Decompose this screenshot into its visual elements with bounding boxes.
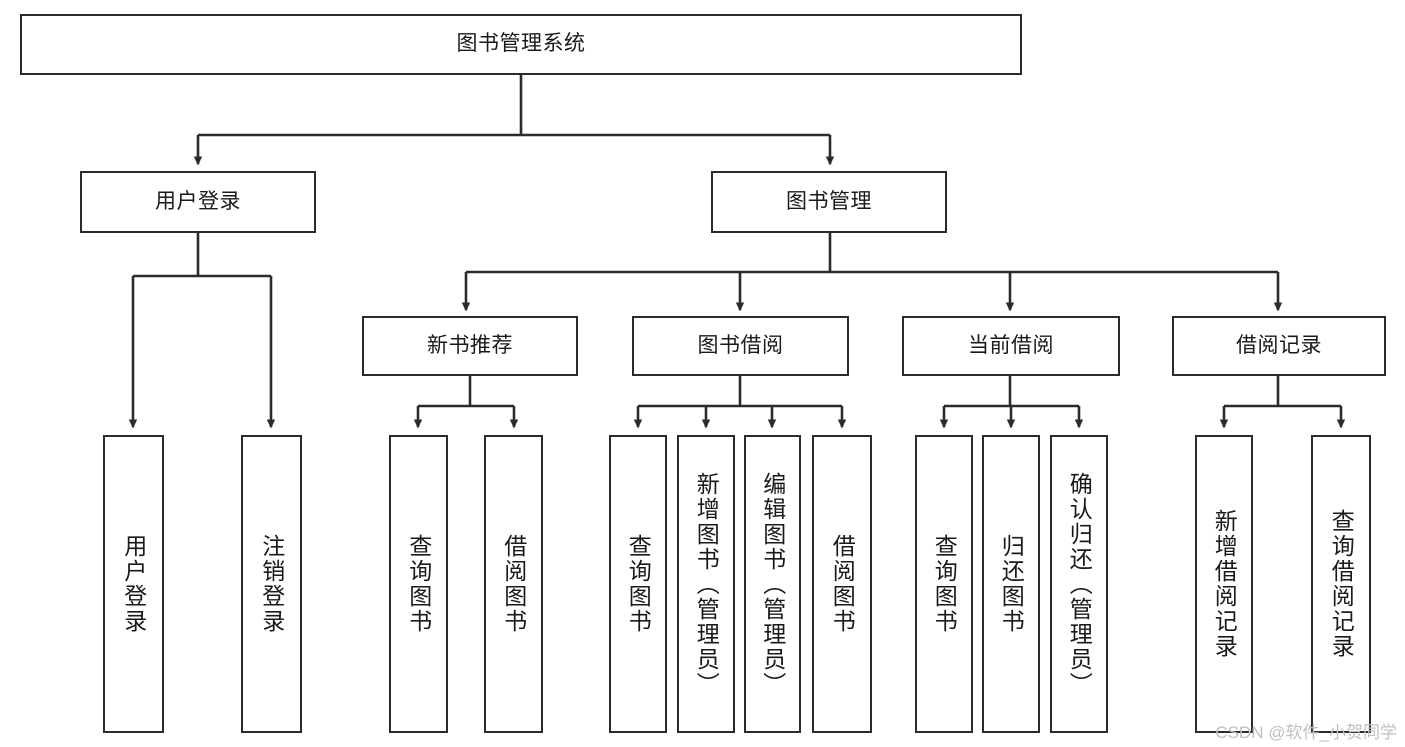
node-book-manage-label: 图书管理	[786, 189, 872, 213]
node-new-book-recommend[interactable]: 新书推荐	[362, 316, 578, 376]
node-leaf-borrow-book-1-label: 借阅图书	[500, 534, 527, 634]
node-root[interactable]: 图书管理系统	[20, 14, 1022, 75]
node-leaf-query-book-2[interactable]: 查询图书	[609, 435, 667, 733]
node-book-borrow[interactable]: 图书借阅	[632, 316, 849, 376]
node-leaf-query-book-2-label: 查询图书	[625, 534, 652, 634]
node-leaf-add-record[interactable]: 新增借阅记录	[1195, 435, 1253, 733]
node-book-borrow-label: 图书借阅	[697, 333, 784, 357]
node-leaf-confirm-return-label: 确认归还（管理员）	[1066, 471, 1093, 697]
node-current-borrow[interactable]: 当前借阅	[902, 316, 1120, 376]
node-root-label: 图书管理系统	[456, 32, 586, 56]
node-leaf-query-book-1-label: 查询图书	[405, 534, 432, 634]
node-leaf-edit-book-label: 编辑图书（管理员）	[759, 471, 786, 697]
node-leaf-confirm-return[interactable]: 确认归还（管理员）	[1050, 435, 1108, 733]
node-leaf-logout[interactable]: 注销登录	[241, 435, 302, 733]
node-user-login[interactable]: 用户登录	[80, 171, 316, 233]
node-leaf-return-book[interactable]: 归还图书	[982, 435, 1040, 733]
node-leaf-query-book-3-label: 查询图书	[931, 534, 958, 634]
node-borrow-record[interactable]: 借阅记录	[1172, 316, 1386, 376]
node-leaf-query-record[interactable]: 查询借阅记录	[1311, 435, 1371, 733]
node-book-manage[interactable]: 图书管理	[711, 171, 947, 233]
node-user-login-label: 用户登录	[155, 189, 241, 213]
node-leaf-query-book-1[interactable]: 查询图书	[389, 435, 448, 733]
node-leaf-logout-label: 注销登录	[258, 534, 285, 634]
node-leaf-borrow-book-2-label: 借阅图书	[829, 534, 856, 634]
node-leaf-add-record-label: 新增借阅记录	[1211, 509, 1238, 659]
node-leaf-return-book-label: 归还图书	[998, 534, 1025, 634]
watermark-text: CSDN @软件_小贺同学	[1215, 723, 1397, 742]
node-leaf-add-book-label: 新增图书（管理员）	[693, 471, 720, 697]
node-leaf-user-login-label: 用户登录	[120, 534, 147, 634]
node-leaf-query-book-3[interactable]: 查询图书	[915, 435, 973, 733]
node-borrow-record-label: 借阅记录	[1236, 333, 1322, 357]
node-leaf-borrow-book-1[interactable]: 借阅图书	[484, 435, 543, 733]
node-leaf-query-record-label: 查询借阅记录	[1328, 509, 1355, 659]
node-leaf-add-book[interactable]: 新增图书（管理员）	[677, 435, 735, 733]
node-new-book-recommend-label: 新书推荐	[427, 333, 513, 357]
node-leaf-borrow-book-2[interactable]: 借阅图书	[812, 435, 872, 733]
node-leaf-edit-book[interactable]: 编辑图书（管理员）	[744, 435, 801, 733]
node-current-borrow-label: 当前借阅	[968, 333, 1054, 357]
node-leaf-user-login[interactable]: 用户登录	[103, 435, 164, 733]
